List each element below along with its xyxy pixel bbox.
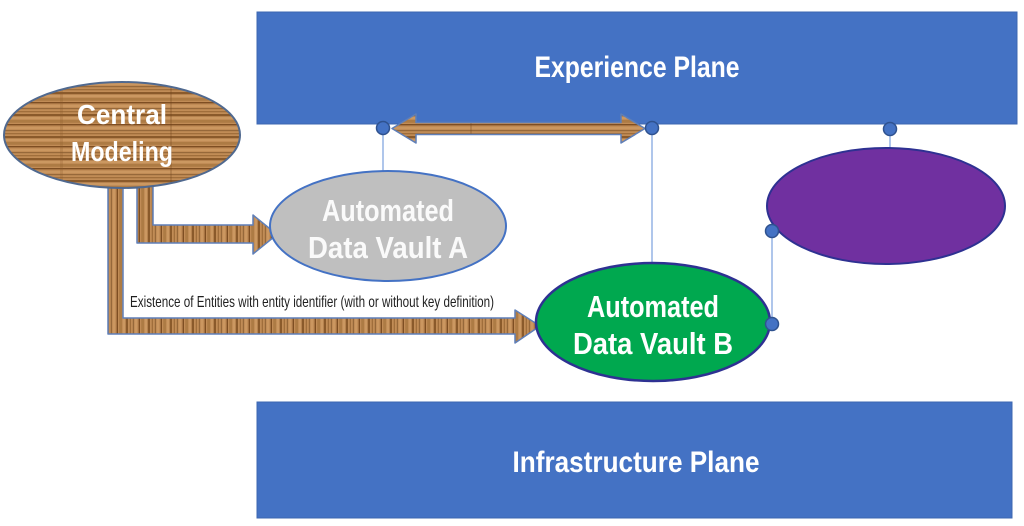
- arrow-to-vault-b: [107, 167, 541, 344]
- experience-plane-label: Experience Plane: [535, 51, 740, 84]
- central-modeling-node: [3, 81, 241, 189]
- entity-existence-label: Existence of Entities with entity identi…: [130, 294, 494, 311]
- purple-node: [766, 147, 1006, 265]
- infrastructure-plane-band: [256, 401, 1013, 519]
- vault-a-label-line1: Automated: [322, 193, 454, 228]
- vault-b-label-line1: Automated: [587, 289, 719, 324]
- connection-dot-purple-node: [764, 223, 780, 239]
- central-modeling-label-line2: Modeling: [71, 136, 173, 167]
- connection-dot-experience-left: [375, 120, 391, 136]
- infrastructure-plane-label: Infrastructure Plane: [513, 446, 760, 479]
- arrow-to-vault-a: [136, 167, 278, 255]
- central-modeling-label-line1: Central: [77, 99, 167, 130]
- experience-plane-band: [256, 11, 1018, 125]
- vault-b-label-line2: Data Vault B: [573, 326, 733, 361]
- vault-a-label-line2: Data Vault A: [308, 230, 468, 265]
- connection-dot-experience-right: [882, 121, 898, 137]
- connection-dot-experience-mid: [644, 120, 660, 136]
- connection-dot-vault-b: [764, 316, 780, 332]
- vault-a-node: [269, 170, 507, 282]
